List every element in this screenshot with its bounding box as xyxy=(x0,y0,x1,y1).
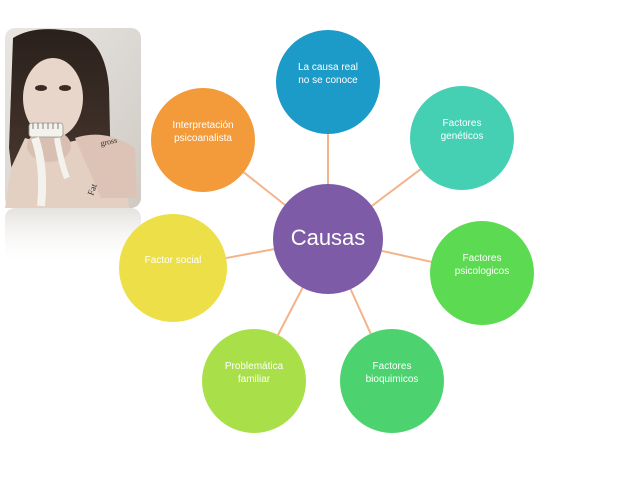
node-factores-bioquimicos-label: Factores bioquimicos xyxy=(365,361,419,385)
photo-reflection xyxy=(5,208,141,268)
node-interpretacion-psicoanalista-circle xyxy=(151,88,255,192)
connector-4 xyxy=(349,288,372,335)
node-causa-real-circle xyxy=(276,30,380,134)
svg-text:gross: gross xyxy=(100,136,118,148)
center-node-label: Causas xyxy=(290,225,366,250)
svg-text:Fat: Fat xyxy=(85,182,99,197)
measuring-tape-icon xyxy=(28,122,70,207)
node-factores-psicologicos-circle xyxy=(430,221,534,325)
photo: gross Fat xyxy=(5,28,141,208)
connector-2 xyxy=(371,168,422,207)
node-causa-real-label: La causa real no se conoce xyxy=(297,62,359,86)
node-factores-psicologicos-label: Factores psicologicos xyxy=(454,253,510,277)
node-interpretacion-psicoanalista-label: Interpretación psicoanalista xyxy=(172,120,234,144)
connector-3 xyxy=(381,249,432,263)
connector-5 xyxy=(277,287,304,336)
node-factores-geneticos-label: Factores genéticos xyxy=(440,118,484,142)
center-node-circle xyxy=(273,184,383,294)
connector-6 xyxy=(225,248,275,260)
node-problematica-familiar-label: Problemática familiar xyxy=(224,361,284,385)
node-factor-social-label: Factor social xyxy=(144,254,202,266)
node-factor-social-circle xyxy=(119,214,227,322)
connector-7 xyxy=(243,171,286,206)
node-factores-bioquimicos-circle xyxy=(340,329,444,433)
node-factores-geneticos-circle xyxy=(410,86,514,190)
node-problematica-familiar-circle xyxy=(202,329,306,433)
